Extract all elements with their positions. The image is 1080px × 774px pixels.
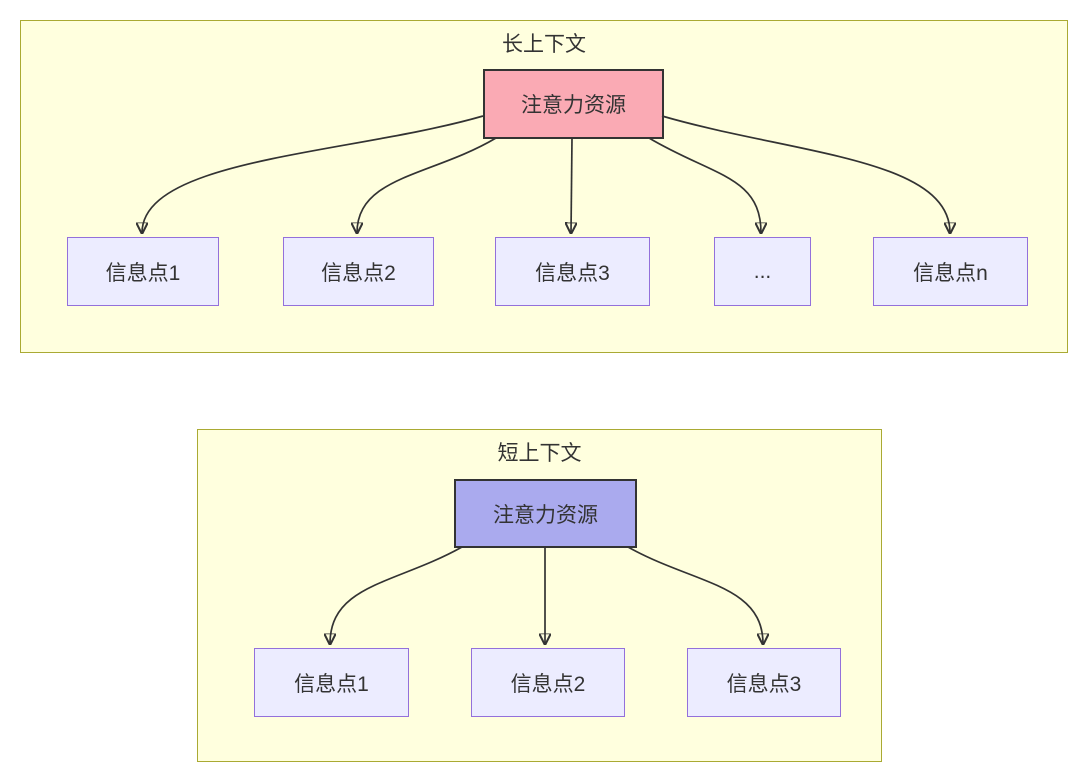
attention-resource-node-long: 注意力资源: [483, 69, 664, 139]
long-context-title: 长上下文: [502, 33, 586, 56]
long-context-panel: 长上下文 注意力资源 信息点1 信息点2 信息点3 ... 信息点n: [20, 20, 1068, 353]
info-point-node: 信息点3: [687, 648, 841, 717]
info-point-node: 信息点2: [471, 648, 625, 717]
info-point-node: 信息点1: [67, 237, 219, 306]
short-context-title: 短上下文: [497, 442, 582, 465]
info-point-node: 信息点2: [283, 237, 434, 306]
info-point-node: 信息点1: [254, 648, 409, 717]
attention-resource-node-short: 注意力资源: [454, 479, 637, 548]
info-point-node-ellipsis: ...: [714, 237, 811, 306]
short-context-panel: 短上下文 注意力资源 信息点1 信息点2 信息点3: [197, 429, 882, 762]
info-point-node: 信息点n: [873, 237, 1028, 306]
info-point-node: 信息点3: [495, 237, 650, 306]
